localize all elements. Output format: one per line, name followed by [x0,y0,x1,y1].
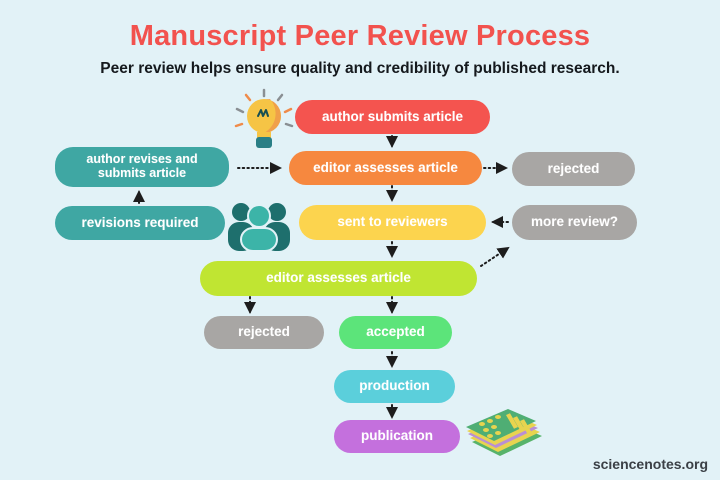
people-group-icon [228,203,290,251]
node-more-review: more review? [512,205,637,240]
node-accepted: accepted [339,316,452,349]
journal-stack-icon [466,409,542,456]
node-editor-assesses-article-1: editor assesses article [289,151,482,185]
node-production: production [334,370,455,403]
lightbulb-icon [234,88,294,148]
page-title: Manuscript Peer Review Process [129,20,591,52]
node-author-submits-article: author submits article [295,100,490,134]
node-rejected-2: rejected [204,316,324,349]
node-rejected-1: rejected [512,152,635,186]
node-author-revises-and-submits-article: author revises and submits article [55,147,229,187]
node-revisions-required: revisions required [55,206,225,240]
page-subtitle: Peer review helps ensure quality and cre… [100,60,620,77]
source-credit: sciencenotes.org [592,456,708,472]
node-sent-to-reviewers: sent to reviewers [299,205,486,240]
node-editor-assesses-article-2: editor assesses article [200,261,477,296]
node-publication: publication [334,420,460,453]
